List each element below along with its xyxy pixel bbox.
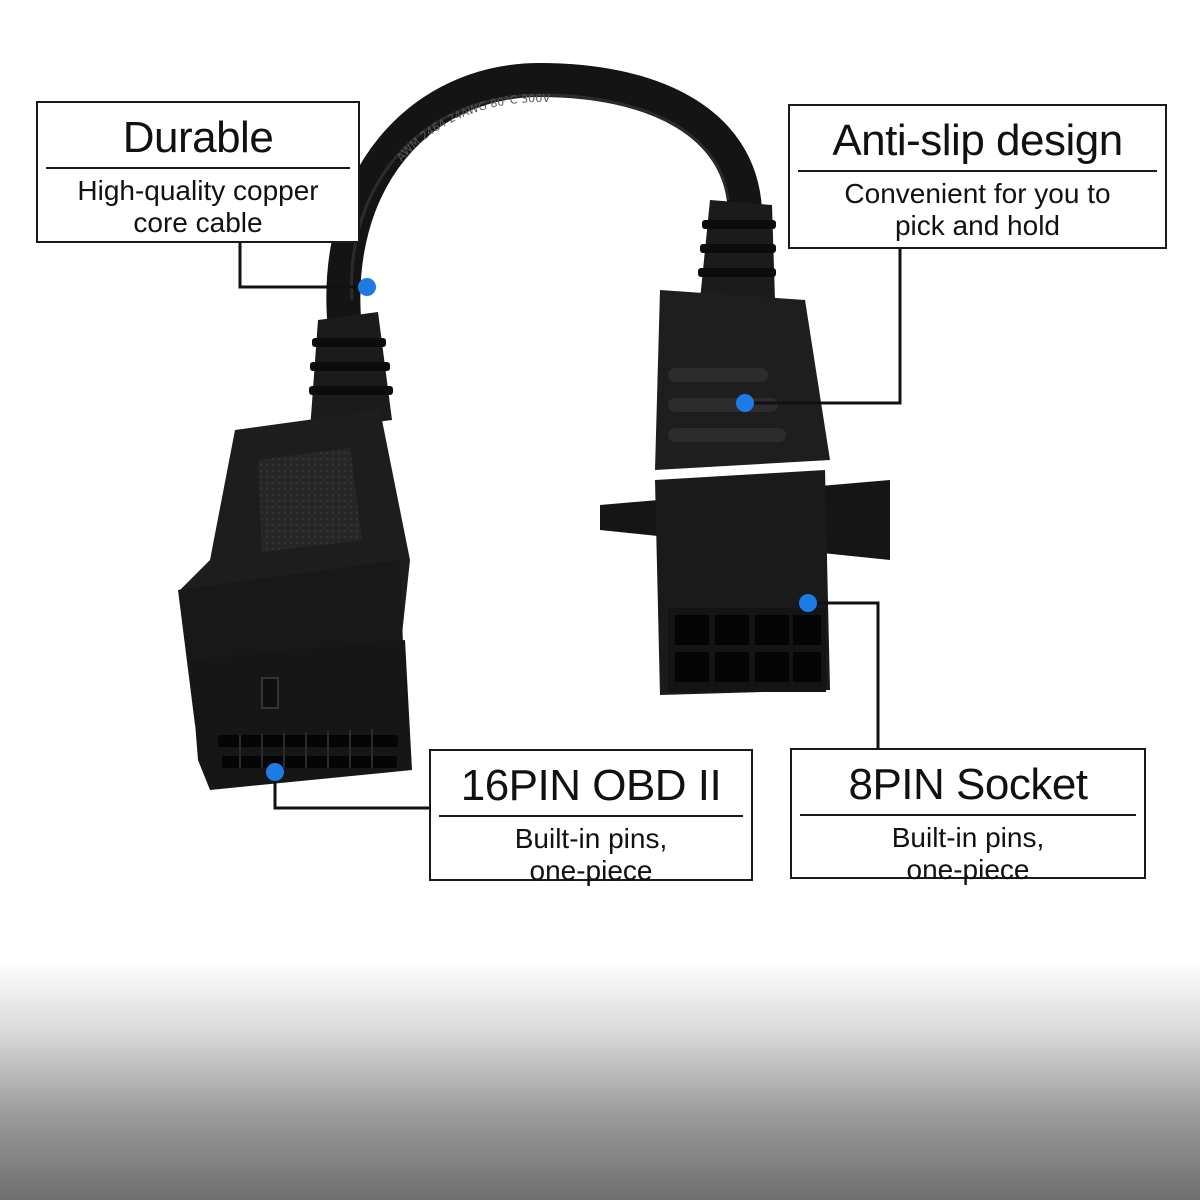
callout-obd16: 16PIN OBD II Built-in pins, one-piece — [429, 749, 753, 886]
pin8-marker-dot — [799, 594, 817, 612]
callout-obd16-desc-line1: Built-in pins, — [514, 823, 668, 854]
right-strain-relief — [698, 200, 776, 300]
floor-shadow — [0, 960, 1200, 1200]
callout-durable: Durable High-quality copper core cable — [36, 101, 360, 243]
callout-anti-slip: Anti-slip design Convenient for you to p… — [788, 104, 1167, 249]
leader-anti-slip — [745, 248, 902, 405]
callout-anti-slip-desc-line2: pick and hold — [894, 210, 1060, 241]
callout-anti-slip-title: Anti-slip design — [798, 116, 1157, 172]
callout-pin8-desc-line2: one-piece — [906, 854, 1030, 885]
callout-pin8-title: 8PIN Socket — [800, 760, 1136, 816]
leader-obd16 — [273, 772, 430, 810]
callout-anti-slip-desc-line1: Convenient for you to — [844, 178, 1111, 209]
leader-lines — [238, 242, 902, 810]
left-strain-relief — [309, 312, 393, 430]
durable-marker-dot — [358, 278, 376, 296]
callout-obd16-desc-line2: one-piece — [529, 855, 653, 886]
callout-durable-desc-line1: High-quality copper — [77, 175, 319, 206]
pin8-connector — [600, 290, 890, 695]
leader-durable — [238, 242, 367, 289]
anti-slip-marker-dot — [736, 394, 754, 412]
callout-durable-desc-line2: core cable — [133, 207, 263, 238]
callout-obd16-title: 16PIN OBD II — [439, 761, 743, 817]
callout-durable-title: Durable — [46, 113, 350, 169]
callout-pin8: 8PIN Socket Built-in pins, one-piece — [790, 748, 1146, 885]
leader-pin8 — [808, 601, 880, 750]
obd16-marker-dot — [266, 763, 284, 781]
callout-pin8-desc-line1: Built-in pins, — [891, 822, 1045, 853]
obd16-connector — [178, 410, 412, 790]
